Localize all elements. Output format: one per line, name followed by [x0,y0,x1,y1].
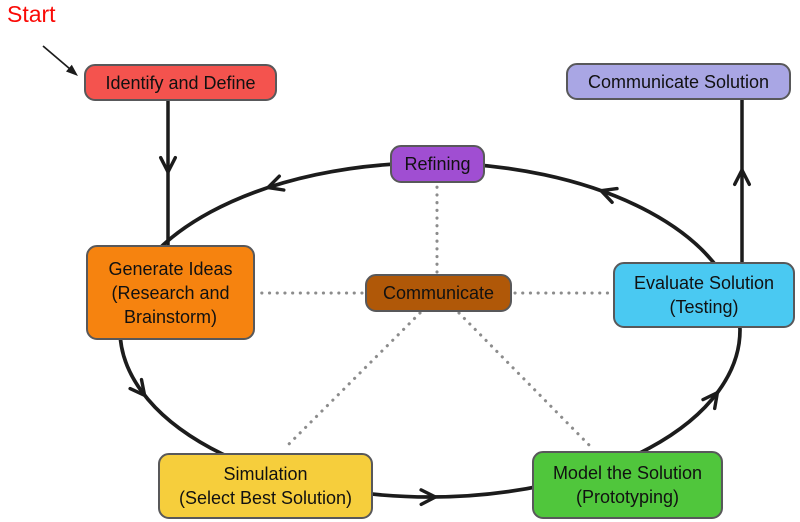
node-generate-ideas: Generate Ideas (Research and Brainstorm) [86,245,255,340]
start-arrow-line [42,45,71,70]
node-evaluate-solution: Evaluate Solution (Testing) [613,262,795,328]
start-label: Start [7,1,56,27]
arrowhead-model-to-evaluate [701,390,720,411]
dotted-line-communicate-model-solution [457,311,593,449]
node-communicate-solution: Communicate Solution [566,63,791,100]
arrowhead-generate-to-simulation [128,377,147,397]
node-label: Model the Solution [552,463,703,483]
arrowhead-evaluate-to-communicate-solution [733,168,751,186]
node-label: Generate Ideas [108,258,233,279]
node-label: Simulation [223,464,308,484]
node-label: Identify and Define [105,72,256,93]
node-simulation: Simulation (Select Best Solution) [158,453,373,519]
dotted-line-communicate-simulation [282,311,422,451]
node-label: Evaluate Solution [633,273,775,293]
node-label: Communicate [382,283,495,303]
node-identify-and-define: Identify and Define [84,64,277,101]
arrowhead-refining-to-generate [266,174,286,192]
node-label: Refining [404,154,471,174]
node-label: (Select Best Solution) [178,488,353,508]
node-refining: Refining [390,145,485,183]
node-communicate: Communicate [365,274,512,312]
node-label: (Testing) [669,297,739,317]
arrowhead-identify-to-generate [159,156,177,174]
start-arrowhead-icon [66,64,78,76]
node-label: (Prototyping) [575,487,680,507]
arrowhead-simulation-to-model [419,488,438,507]
node-label: Communicate Solution [587,71,770,92]
arrowhead-evaluate-to-refining [599,186,619,204]
node-label: Brainstorm) [123,306,217,327]
node-label: (Research and [111,282,230,303]
node-model-the-solution: Model the Solution (Prototyping) [532,451,723,519]
